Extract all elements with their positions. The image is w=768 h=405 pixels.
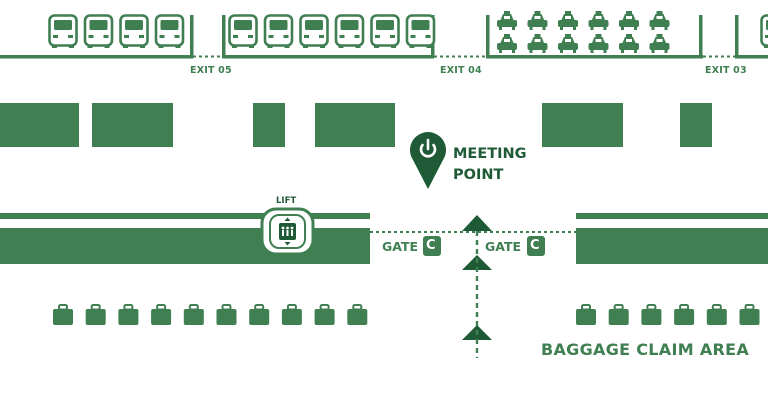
lift-icon [260, 207, 315, 256]
luggage-icon [738, 304, 761, 326]
bus-icon [370, 14, 400, 50]
taxi-icon [558, 11, 578, 30]
luggage-icon [117, 304, 140, 326]
map-pin-power-icon [410, 132, 447, 189]
gate-badge-letter: C [426, 238, 436, 253]
bus-icon [83, 14, 114, 50]
bus-icon [154, 14, 185, 50]
gate-badges [423, 236, 545, 256]
gate-label: GATE [485, 239, 522, 254]
luggage-icon [705, 304, 728, 326]
luggage-icon [182, 304, 205, 326]
taxi-icon [497, 34, 517, 53]
luggage-icon [150, 304, 173, 326]
lift-label: LIFT [276, 196, 297, 206]
taxi-icon [497, 11, 517, 30]
taxi-icon [619, 34, 639, 53]
bus-icon [119, 14, 149, 50]
luggage-icon [607, 304, 630, 326]
taxi-icon [649, 34, 670, 53]
taxi-icon [527, 34, 548, 53]
bus-icon [405, 14, 436, 50]
bus-icon [760, 14, 768, 50]
luggage-icon [346, 304, 369, 326]
luggage-icon [280, 304, 303, 326]
luggage-icon [215, 304, 238, 326]
bus-icon [334, 14, 365, 50]
taxi-icon [649, 11, 670, 30]
meeting-point-line1: MEETING [453, 146, 527, 162]
gate-label: GATE [382, 239, 419, 254]
exit-label: EXIT 04 [440, 65, 482, 76]
luggage-icon [640, 304, 663, 326]
bus-icon [263, 14, 294, 50]
walking-path [462, 215, 492, 358]
taxi-icon [588, 34, 609, 53]
meeting-point-line2: POINT [453, 167, 504, 183]
bus-icon [228, 14, 258, 50]
taxi-icon [558, 34, 578, 53]
luggage-icon [575, 304, 597, 326]
taxi-icon [619, 11, 639, 30]
luggage-icon [84, 304, 107, 326]
baggage-icons [52, 304, 761, 326]
exit-label: EXIT 05 [190, 65, 232, 76]
exit-label: EXIT 03 [705, 65, 747, 76]
luggage-icon [673, 304, 696, 326]
luggage-icon [313, 304, 336, 326]
taxi-icon [588, 11, 609, 30]
building-blocks [0, 103, 712, 147]
luggage-icon [52, 304, 74, 326]
bus-icon [48, 14, 78, 50]
luggage-icon [248, 304, 271, 326]
baggage-claim-label: BAGGAGE CLAIM AREA [541, 340, 750, 359]
taxi-icon [527, 11, 548, 30]
gate-badge-letter: C [530, 238, 540, 253]
bus-icon [299, 14, 329, 50]
vehicles [48, 11, 768, 53]
